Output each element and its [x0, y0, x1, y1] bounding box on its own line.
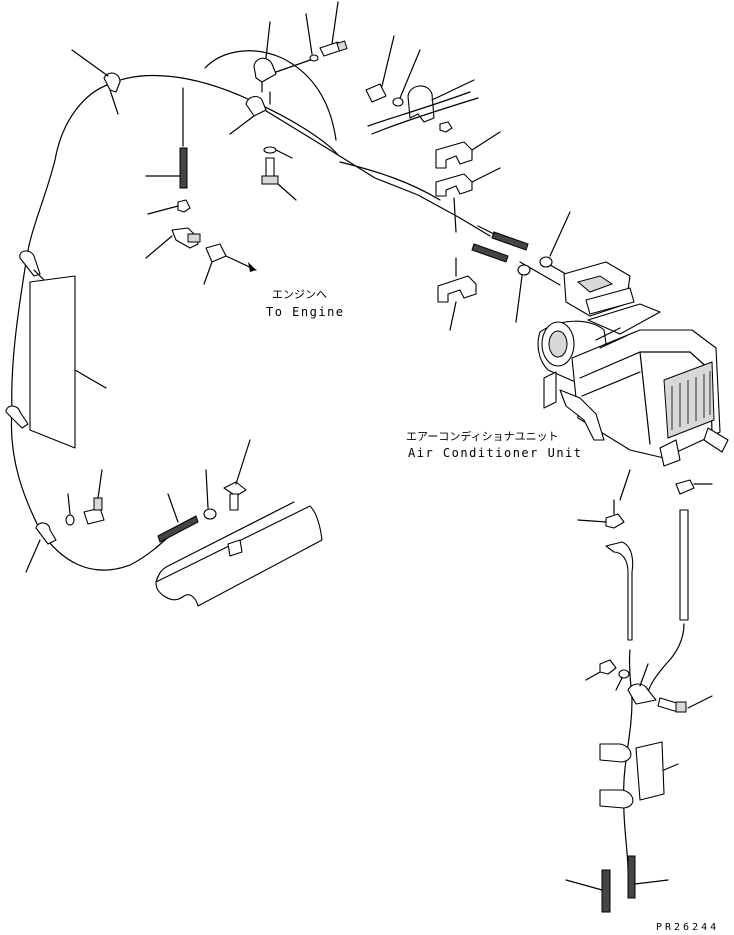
sleeve-bottom-left [565, 869, 611, 913]
clip-bottom [203, 469, 217, 520]
washer-bottom [65, 493, 75, 526]
frame-member [155, 501, 323, 607]
nut-lower [585, 659, 617, 681]
unit-label-en: Air Conditioner Unit [408, 446, 583, 460]
clip-rear-2 [515, 264, 531, 323]
washer-upper-right [392, 49, 421, 107]
drain-nut [577, 499, 625, 529]
tee-fitting [223, 439, 251, 511]
sleeve-bottom-right [627, 855, 669, 899]
drain-cap [675, 479, 713, 495]
bracket-plate [635, 741, 679, 801]
protective-sheet [29, 275, 107, 449]
clamp-bracket-upper [599, 743, 632, 763]
drain-hose-left [605, 541, 634, 871]
clamp-block-lower [437, 257, 477, 331]
unit-grille [671, 371, 711, 430]
clamp-top-left [71, 49, 121, 115]
double-clamp [367, 79, 479, 135]
connector-to-engine [203, 243, 257, 285]
engine-callout: エンジンへ To Engine [266, 288, 345, 319]
washer-center [263, 146, 293, 159]
sleeve-left [145, 87, 188, 189]
clamp-bracket-lower [599, 789, 634, 809]
sleeve-rear-upper [477, 225, 529, 251]
bolt-top [319, 1, 348, 57]
sleeve-rear-lower [471, 243, 509, 263]
clamp-left-lower [25, 522, 57, 573]
clip-rear-1 [539, 211, 571, 268]
air-conditioner-unit [537, 261, 729, 501]
clamp-center [229, 91, 271, 135]
clamp-top-center [253, 21, 317, 93]
clamp-block-upper [435, 131, 501, 169]
unit-label-jp: エアーコンディショナユニット [406, 429, 559, 443]
engine-label-jp: エンジンへ [272, 288, 327, 301]
clamp-lower [627, 663, 657, 705]
drain-hose-right [645, 509, 689, 701]
unit-callout: エアーコンディショナユニット Air Conditioner Unit [406, 429, 583, 460]
drawing-code: PR26244 [656, 922, 719, 933]
clamp-block-middle [435, 167, 501, 233]
bolt-upper-right [365, 35, 395, 103]
bolt-lower [657, 695, 713, 713]
engine-label-en: To Engine [266, 305, 345, 319]
elbow-fitting [145, 227, 201, 259]
washer-top [305, 13, 319, 62]
bolt-bottom [83, 469, 105, 525]
clamp-left-middle [5, 405, 29, 429]
rear-hose-run [257, 105, 586, 286]
bolt-center [261, 157, 297, 201]
nut-upper-right [439, 121, 453, 133]
nut-small-left [147, 199, 191, 215]
sleeve-bottom-middle [157, 493, 199, 543]
washer-lower [615, 669, 630, 691]
